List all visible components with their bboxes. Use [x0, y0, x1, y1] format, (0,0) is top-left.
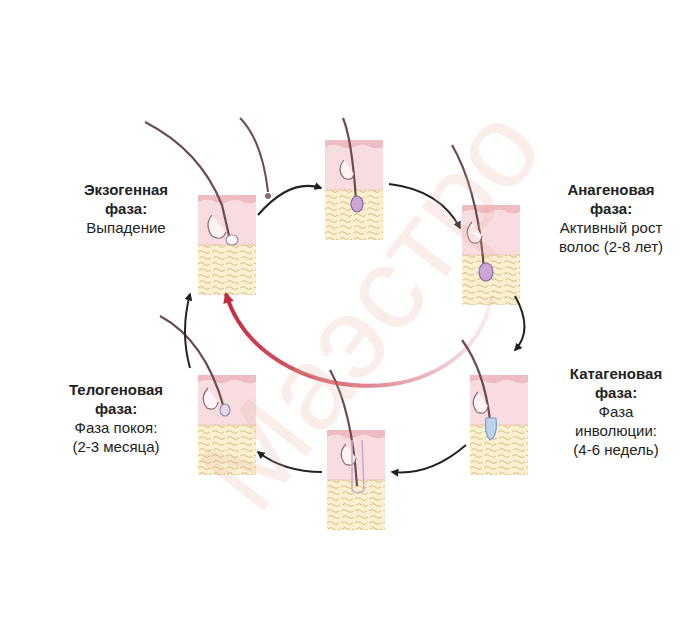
skin-tile	[452, 145, 520, 305]
skin-tile	[462, 340, 528, 475]
phase-label: Анагеновая фаза:Активный рост волос (2-8…	[534, 180, 688, 256]
arrow-line	[258, 452, 322, 472]
arrow-line	[226, 294, 492, 386]
cycle-arrow	[258, 445, 466, 472]
phase-node: Экзогенная фаза:Выпадение	[56, 172, 258, 294]
arrow-line	[258, 186, 321, 215]
phase-description: Фаза инволюции: (4-6 недель)	[568, 402, 664, 459]
skin-tile	[327, 370, 385, 530]
shortcut-arrow	[226, 294, 492, 386]
arrow-line	[515, 296, 525, 350]
phase-description: Выпадение	[61, 218, 191, 237]
arrow-line	[389, 184, 460, 228]
watermark: Маэстро	[162, 69, 577, 547]
cycle-arrow	[258, 184, 460, 228]
phase-label: Катагеновая фаза:Фаза инволюции: (4-6 не…	[542, 364, 690, 459]
arrow-line	[185, 294, 190, 368]
phase-title: Экзогенная фаза:	[76, 180, 176, 218]
phase-title: Анагеновая фаза:	[561, 180, 661, 218]
phase-description: Фаза покоя: (2-3 месяца)	[64, 418, 168, 456]
arrow-line	[392, 445, 466, 472]
cycle-arrow	[185, 294, 190, 368]
phase-title: Катагеновая фаза:	[564, 364, 668, 402]
phase-node: Катагеновая фаза:Фаза инволюции: (4-6 не…	[466, 350, 694, 490]
phase-label: Телогеновая фаза:Фаза покоя: (2-3 месяца…	[38, 380, 194, 456]
skin-tile	[325, 118, 383, 240]
phase-description: Активный рост волос (2-8 лет)	[545, 218, 677, 256]
skin-tile	[160, 316, 256, 475]
phase-title: Телогеновая фаза:	[63, 380, 169, 418]
cycle-arrow	[515, 296, 525, 350]
phase-node: Анагеновая фаза:Активный рост волос (2-8…	[460, 172, 694, 296]
phase-label: Экзогенная фаза:Выпадение	[56, 180, 196, 237]
phase-node: Телогеновая фаза:Фаза покоя: (2-3 месяца…	[34, 368, 258, 488]
skin-tile	[145, 118, 271, 295]
